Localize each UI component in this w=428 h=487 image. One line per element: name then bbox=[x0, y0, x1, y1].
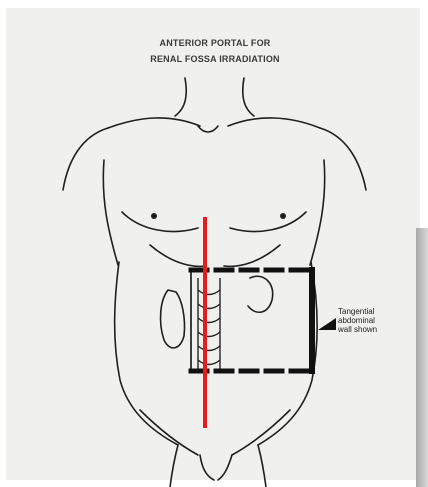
leg-left-outline bbox=[170, 445, 178, 487]
portal-field bbox=[191, 270, 312, 371]
leg-right-outline bbox=[258, 445, 266, 487]
groin-left-outline bbox=[200, 455, 214, 480]
groin-right-outline bbox=[218, 455, 232, 480]
annotation-line-3: wall shown bbox=[338, 325, 408, 334]
arm-right-inner-outline bbox=[310, 160, 325, 265]
rib-margin-right bbox=[224, 245, 280, 266]
rib-margin-left bbox=[150, 245, 206, 266]
arm-left-inner-outline bbox=[103, 160, 118, 265]
neck-left-outline bbox=[175, 78, 186, 116]
sternal-notch-outline bbox=[198, 126, 218, 132]
annotation-line-2: abdominal bbox=[338, 316, 408, 325]
annotation-pointer bbox=[318, 318, 336, 330]
neck-right-outline bbox=[243, 78, 254, 116]
chest-left-contour bbox=[122, 212, 198, 231]
kidney-right-outline bbox=[248, 276, 273, 312]
left-nipple-mark bbox=[151, 213, 157, 219]
colon-left-outline bbox=[161, 290, 185, 348]
tangential-wall-note: Tangential abdominal wall shown bbox=[338, 307, 408, 334]
chest-right-contour bbox=[230, 212, 306, 231]
shoulder-right-outline bbox=[320, 128, 366, 190]
right-nipple-mark bbox=[280, 213, 286, 219]
clavicle-right-outline bbox=[228, 118, 320, 128]
vertebral-column bbox=[198, 278, 220, 372]
annotation-line-1: Tangential bbox=[338, 307, 408, 316]
pelvis-left-outline bbox=[140, 410, 198, 455]
torso-right-outline bbox=[258, 262, 317, 445]
clavicle-left-outline bbox=[108, 118, 200, 128]
shoulder-left-outline bbox=[63, 128, 108, 190]
pelvis-right-outline bbox=[232, 410, 290, 455]
